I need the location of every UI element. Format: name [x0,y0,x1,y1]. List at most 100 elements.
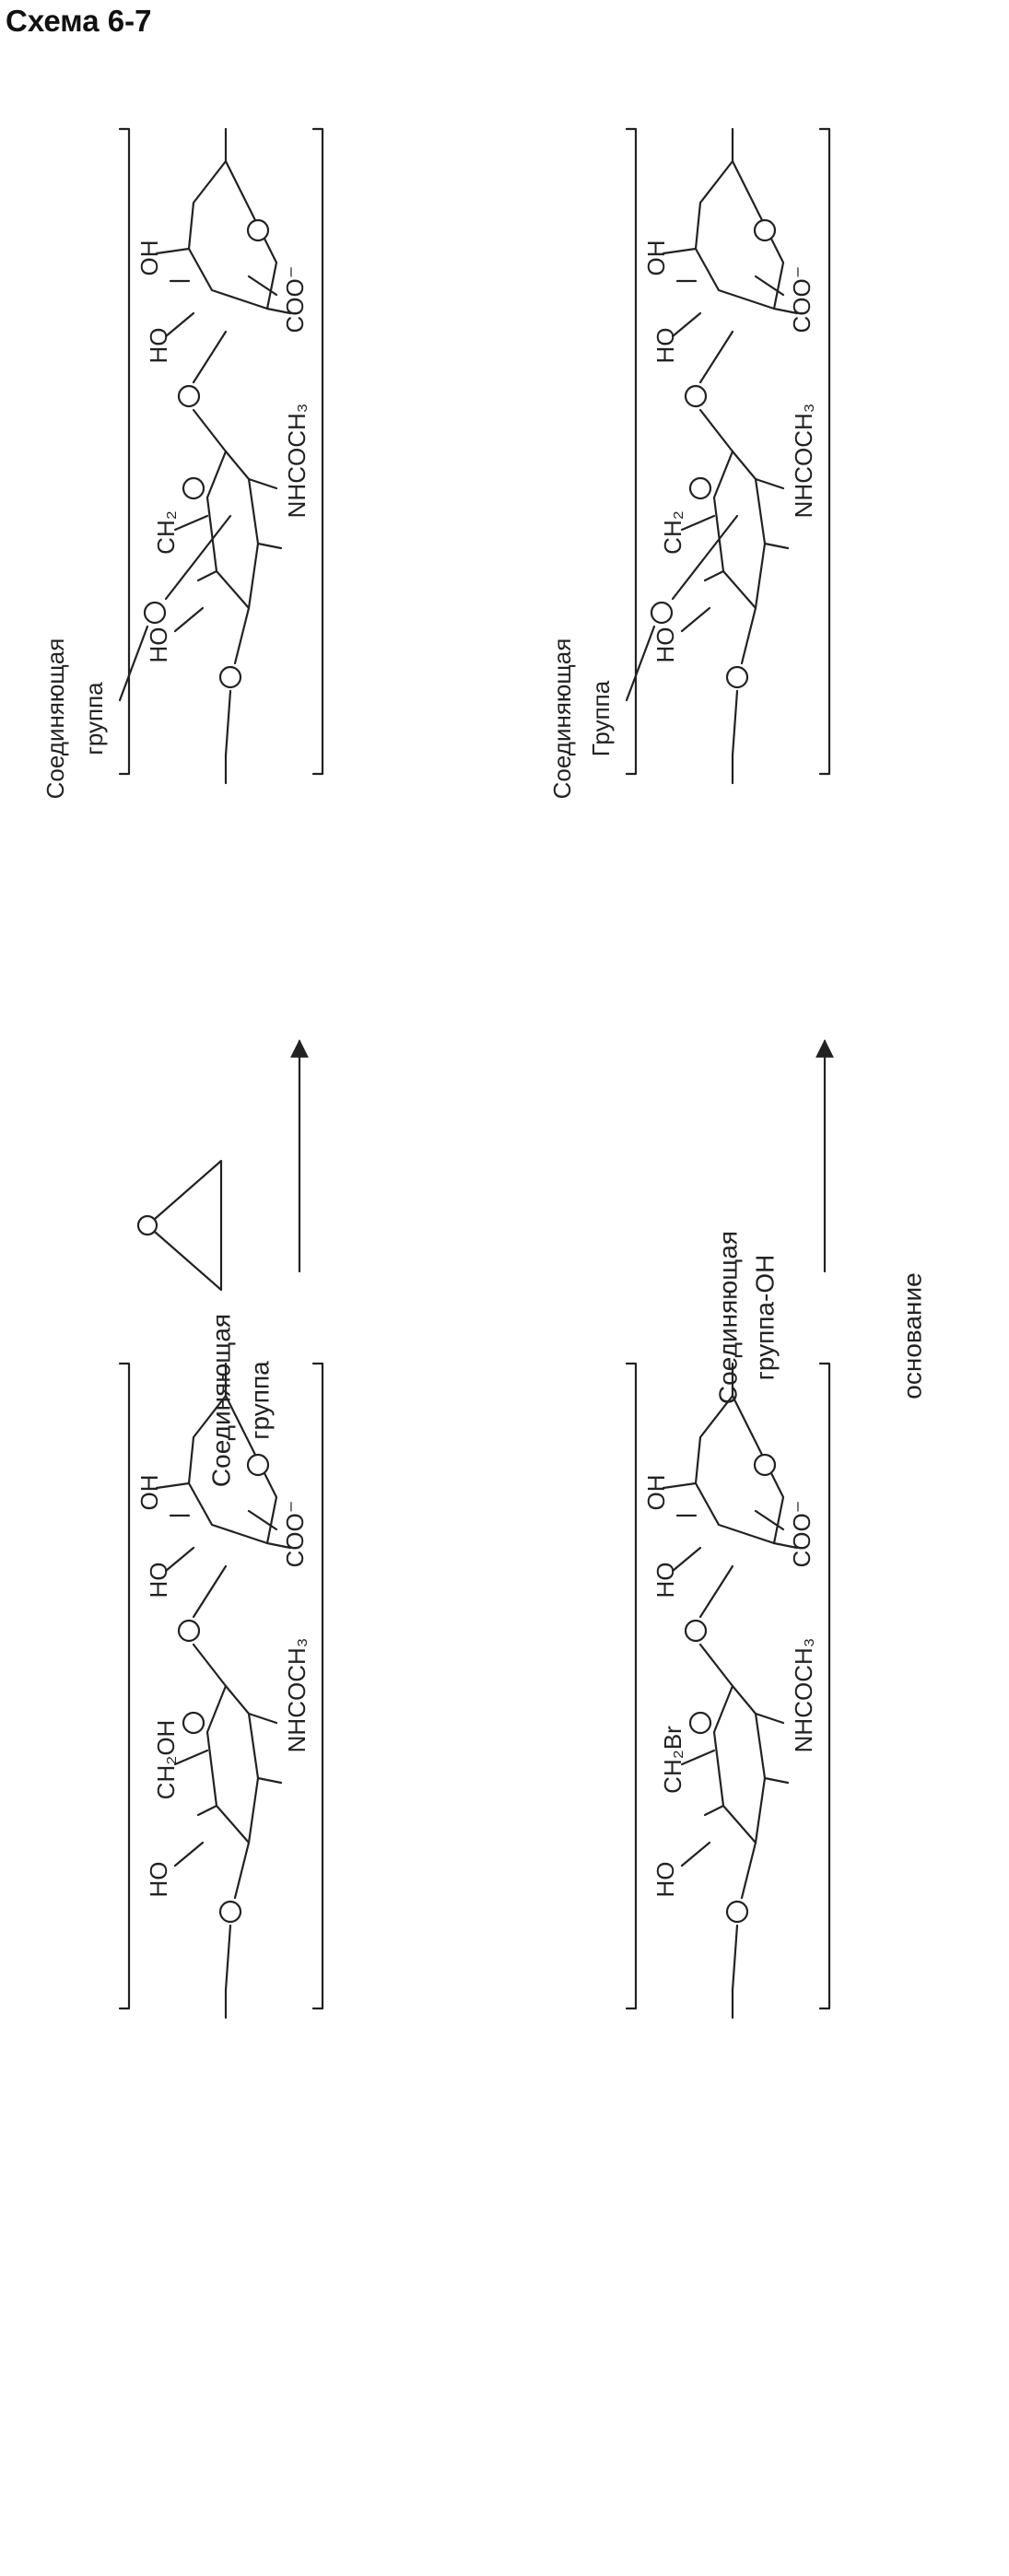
carboxylate-label: COO⁻ [281,1501,309,1568]
carboxylate-label: COO⁻ [788,266,815,334]
bracket-right [820,129,829,774]
epoxide-ring-icon [147,1161,221,1290]
ring-oxygen [755,1455,775,1475]
reagent-label-3: Соединяющая [714,1231,743,1404]
bridge-oxygen [179,386,199,406]
glycosidic-bond [194,1566,226,1617]
product-unit-2: OH COO⁻ HO NHCOCH₃ CH₂ HO [627,129,829,783]
ho-bond-a [175,608,203,631]
reactant-unit-2: OHCOO⁻HONHCOCH₃CH₂BrHO [627,1364,829,2018]
h-stub [705,571,723,580]
linker-oxygen [145,603,165,623]
bridge-oxygen [220,667,241,687]
hydroxyl-a-label: HO [651,627,679,663]
chain-bond [235,1843,249,1898]
chain-bond [235,608,249,663]
product-unit-1: OH COO⁻ HO NHCOCH₃ CH₂ HO [120,129,323,783]
ring-oxygen [248,1455,268,1475]
bracket-left [627,1364,636,2008]
acetamido-label: NHCOCH₃ [283,1638,311,1753]
hydroxymethyl-label: CH₂OH [152,1720,180,1800]
h-stub [258,1778,281,1783]
acetamido-label: NHCOCH₃ [790,1638,817,1753]
linker-label-4: Группа [587,680,615,756]
c6-bond [682,1751,714,1764]
reagent-label-2: группа [246,1361,275,1440]
ch2-label: CH₂ [659,510,686,555]
bridge-oxygen [179,1621,199,1641]
hydroxyl-b-label: HO [145,328,172,364]
acetamido-label: NHCOCH₃ [790,404,817,519]
glycosidic-bond [700,332,733,382]
ring-oxygen [690,1713,710,1733]
c6-bond [175,1751,207,1764]
h-stub [705,1806,723,1815]
h-stub [258,544,281,548]
bridge-oxygen [727,667,747,687]
linker-label-1: Соединяющая [41,638,69,800]
ch2-label: CH₂ [152,510,180,555]
linker-bond [627,626,654,700]
h-stub [198,571,217,580]
glcnac-ring [714,451,765,608]
hydroxyl-a-label: HO [651,1862,679,1898]
linker-oxygen [651,603,672,623]
glycosidic-bond [700,410,733,451]
h-stub [765,544,788,548]
ho-bond-a [175,1843,203,1866]
glycosidic-bond [194,410,226,451]
acetamido-bond [249,1714,276,1723]
h-stub [198,1806,217,1815]
glycosidic-bond [194,1645,226,1686]
glycosidic-bond [700,1566,733,1617]
bridge-oxygen [686,1621,706,1641]
chain-bond [733,691,737,755]
glycosidic-bond [194,332,226,382]
hydroxyl-c-label: OH [135,240,163,276]
bracket-right [820,1364,829,2008]
epoxide-oxygen [138,1216,157,1235]
hydroxyl-b-label: HO [651,1563,679,1598]
hydroxyl-a-label: HO [145,1862,172,1898]
glcnac-ring [207,451,258,608]
bridge-oxygen [727,1902,747,1922]
base-condition-label: основание [898,1272,927,1399]
hydroxyl-b-label: HO [145,1563,172,1598]
linker-label-2: группа [80,682,108,755]
bracket-right [313,129,323,774]
ring-oxygen [183,1713,204,1733]
c6-bond [682,516,714,530]
glcnac-ring [714,1686,765,1843]
acetamido-bond [756,479,783,488]
reagent-label-4: группа-OH [751,1255,780,1381]
h-stub [765,1778,788,1783]
linker-bond [120,626,147,700]
hydroxyl-c-label: OH [642,1475,670,1511]
chain-bond [226,691,230,755]
bridge-oxygen [686,386,706,406]
ring-oxygen [183,478,204,498]
acetamido-bond [249,479,276,488]
ring-oxygen [690,478,710,498]
acetamido-label: NHCOCH₃ [283,404,311,519]
chain-bond [733,1926,737,1990]
glcnac-ring [207,1686,258,1843]
ho-bond-a [682,1843,710,1866]
bracket-left [120,1364,129,2008]
hydroxyl-b-label: HO [651,328,679,364]
chain-bond [742,608,756,663]
ring-oxygen [755,220,775,240]
ho-bond-a [682,608,710,631]
chain-bond [226,1926,230,1990]
acetamido-bond [756,1714,783,1723]
hydroxyl-a-label: HO [145,627,172,663]
hydroxyl-c-label: OH [642,240,670,276]
linker-label-3: Соединяющая [548,638,576,800]
carboxylate-label: COO⁻ [788,1501,815,1568]
bridge-oxygen [220,1902,241,1922]
glycosidic-bond [700,1645,733,1686]
carboxylate-label: COO⁻ [281,266,309,334]
reagent-label-1: Соединяющая [207,1314,236,1487]
ring-oxygen [248,220,268,240]
